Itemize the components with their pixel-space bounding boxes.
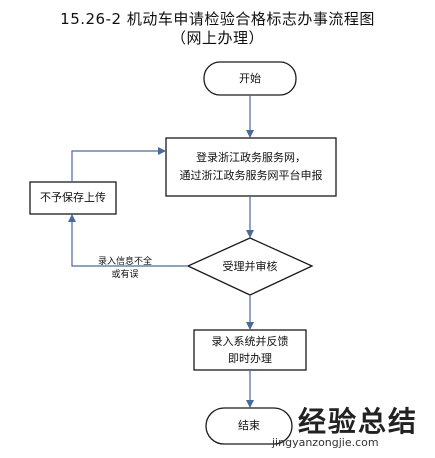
end-label: 结束	[238, 419, 260, 432]
connector-reject-to-login	[71, 147, 166, 182]
reject-condition-label-line1: 录入信息不全	[97, 257, 152, 267]
review-label: 受理并审核	[222, 260, 278, 273]
reject-process-box	[29, 181, 117, 215]
entry-process-box	[193, 329, 307, 371]
connector-review-to-reject	[68, 214, 188, 267]
login-label-line1: 登录浙江政务服务网，	[196, 151, 306, 164]
reject-condition-label-line2: 或有误	[111, 270, 139, 280]
watermark-brand: 经验总结	[298, 405, 419, 438]
entry-label-line1: 录入系统并反馈	[211, 335, 289, 348]
reject-label: 不予保存上传	[40, 191, 106, 204]
end-terminal	[205, 407, 293, 445]
page-title: 15.26-2 机动车申请检验合格标志办事流程图	[60, 10, 375, 28]
start-label: 开始	[239, 72, 261, 85]
page-subtitle: （网上办理）	[170, 29, 264, 47]
watermark-url: jingyanzongjie.com	[272, 436, 379, 449]
login-process-box	[165, 137, 337, 197]
entry-label-line2: 即时办理	[228, 352, 272, 365]
login-label-line2: 通过浙江政务服务网平台申报	[179, 169, 323, 182]
